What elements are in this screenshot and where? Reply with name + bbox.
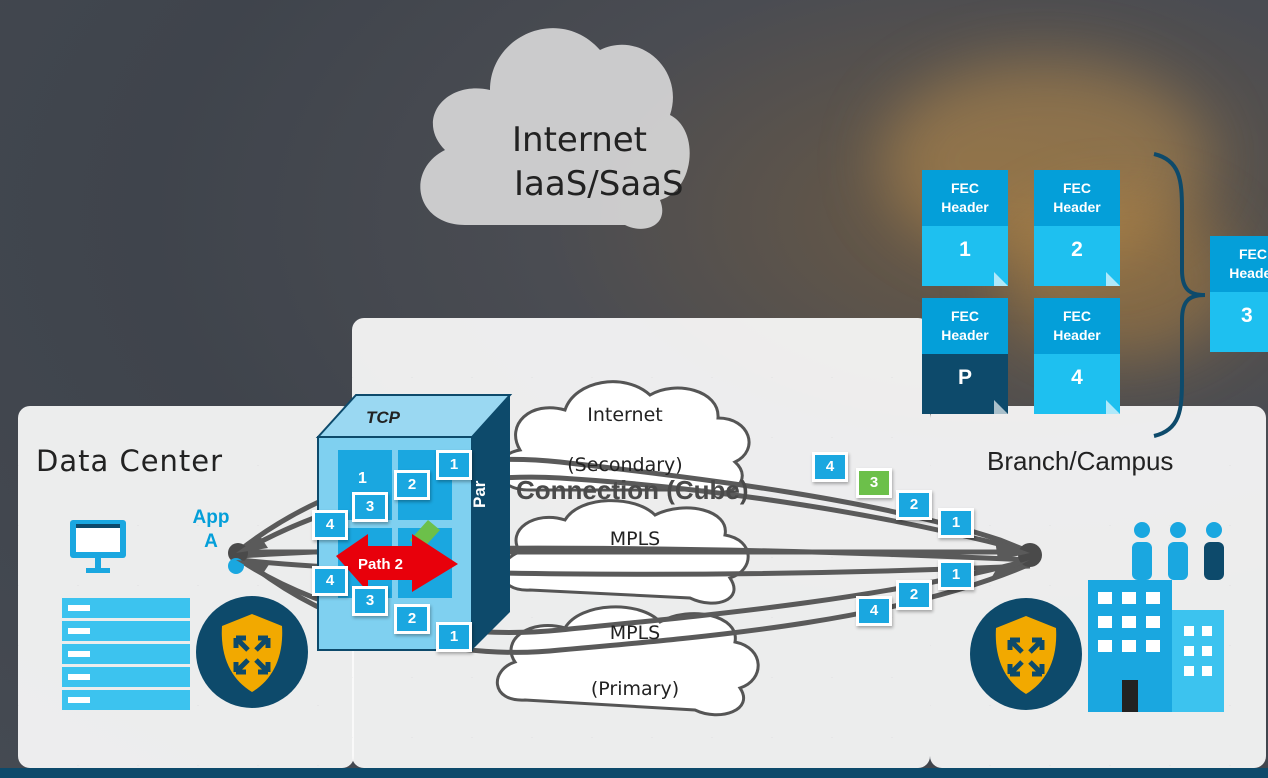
packet: 4	[812, 452, 848, 482]
fec-header-text: FEC Header	[922, 298, 1008, 354]
router-shield-icon	[970, 598, 1082, 710]
fec-header-card: FEC Header P	[922, 298, 1008, 414]
fec-header-text: FEC Header	[1034, 170, 1120, 226]
packet: 4	[856, 596, 892, 626]
packet: 1	[938, 508, 974, 538]
packet: 2	[394, 470, 430, 500]
fec-header-value: 2	[1034, 226, 1120, 286]
arrowhead-right	[990, 560, 1030, 580]
arrowhead-left	[236, 536, 268, 553]
fec-header-text: FEC Header	[1210, 236, 1268, 292]
tcp-label: TCP	[366, 408, 400, 427]
fec-header-card: FEC Header 4	[1034, 298, 1120, 414]
brace	[1153, 152, 1206, 438]
packet: 4	[312, 510, 348, 540]
computer-monitor-icon	[70, 520, 126, 573]
fec-header-value: 4	[1034, 354, 1120, 414]
packet: 1	[436, 450, 472, 480]
path2-arrow	[336, 534, 458, 592]
app-label-line2: A	[204, 531, 218, 552]
internet-cloud-top	[420, 28, 690, 229]
packet: 2	[896, 490, 932, 520]
internet-secondary-line2: (Secondary)	[567, 454, 683, 476]
branch-title: Branch/Campus	[987, 446, 1174, 476]
internet-cloud-line1: Internet	[512, 120, 648, 160]
router-shield-icon	[196, 596, 308, 708]
tcp-side-label: Par	[470, 480, 489, 508]
packet: 4	[312, 566, 348, 596]
packet-parity: 3	[856, 468, 892, 498]
arrowhead-left	[236, 560, 270, 575]
fec-header-text: FEC Header	[922, 170, 1008, 226]
fec-header-card: FEC Header 3	[1210, 236, 1268, 352]
right-endpoint	[1018, 543, 1042, 567]
fec-header-card: FEC Header 1	[922, 170, 1008, 286]
bottom-bar	[0, 768, 1268, 778]
app-endpoint	[228, 558, 244, 574]
packet: 2	[896, 580, 932, 610]
app-label-line1: App	[192, 507, 230, 528]
fec-header-card: FEC Header 2	[1034, 170, 1120, 286]
packet: 1	[436, 622, 472, 652]
fec-header-value: 3	[1210, 292, 1268, 352]
data-center-title: Data Center	[36, 444, 224, 478]
internet-cloud-label: Internet IaaS/SaaS	[480, 118, 684, 206]
connection-overlay-text: Connection (Cube)	[516, 475, 749, 505]
fec-header-value: 1	[922, 226, 1008, 286]
fec-header-text: FEC Header	[1034, 298, 1120, 354]
internet-secondary-cloud	[497, 380, 751, 495]
arrowhead-right	[995, 540, 1030, 560]
app-label: App A	[186, 506, 236, 554]
mpls-primary-line2: (Primary)	[590, 678, 680, 700]
people-icon	[1132, 522, 1224, 580]
packet: 3	[352, 492, 388, 522]
internet-cloud-line2: IaaS/SaaS	[514, 164, 684, 204]
packet: 1	[938, 560, 974, 590]
path2-label: Path 2	[358, 556, 404, 573]
internet-secondary-line1: Internet	[587, 404, 663, 426]
server-rack-icon	[62, 598, 190, 710]
mpls-middle-label: MPLS	[609, 528, 661, 550]
tcp-cell-1: 1	[358, 470, 367, 487]
packet: 3	[352, 586, 388, 616]
packet: 2	[394, 604, 430, 634]
left-endpoint	[228, 543, 248, 563]
mpls-primary-line1: MPLS	[609, 622, 661, 644]
fec-header-value: P	[922, 354, 1008, 414]
building-icon	[1088, 580, 1224, 712]
